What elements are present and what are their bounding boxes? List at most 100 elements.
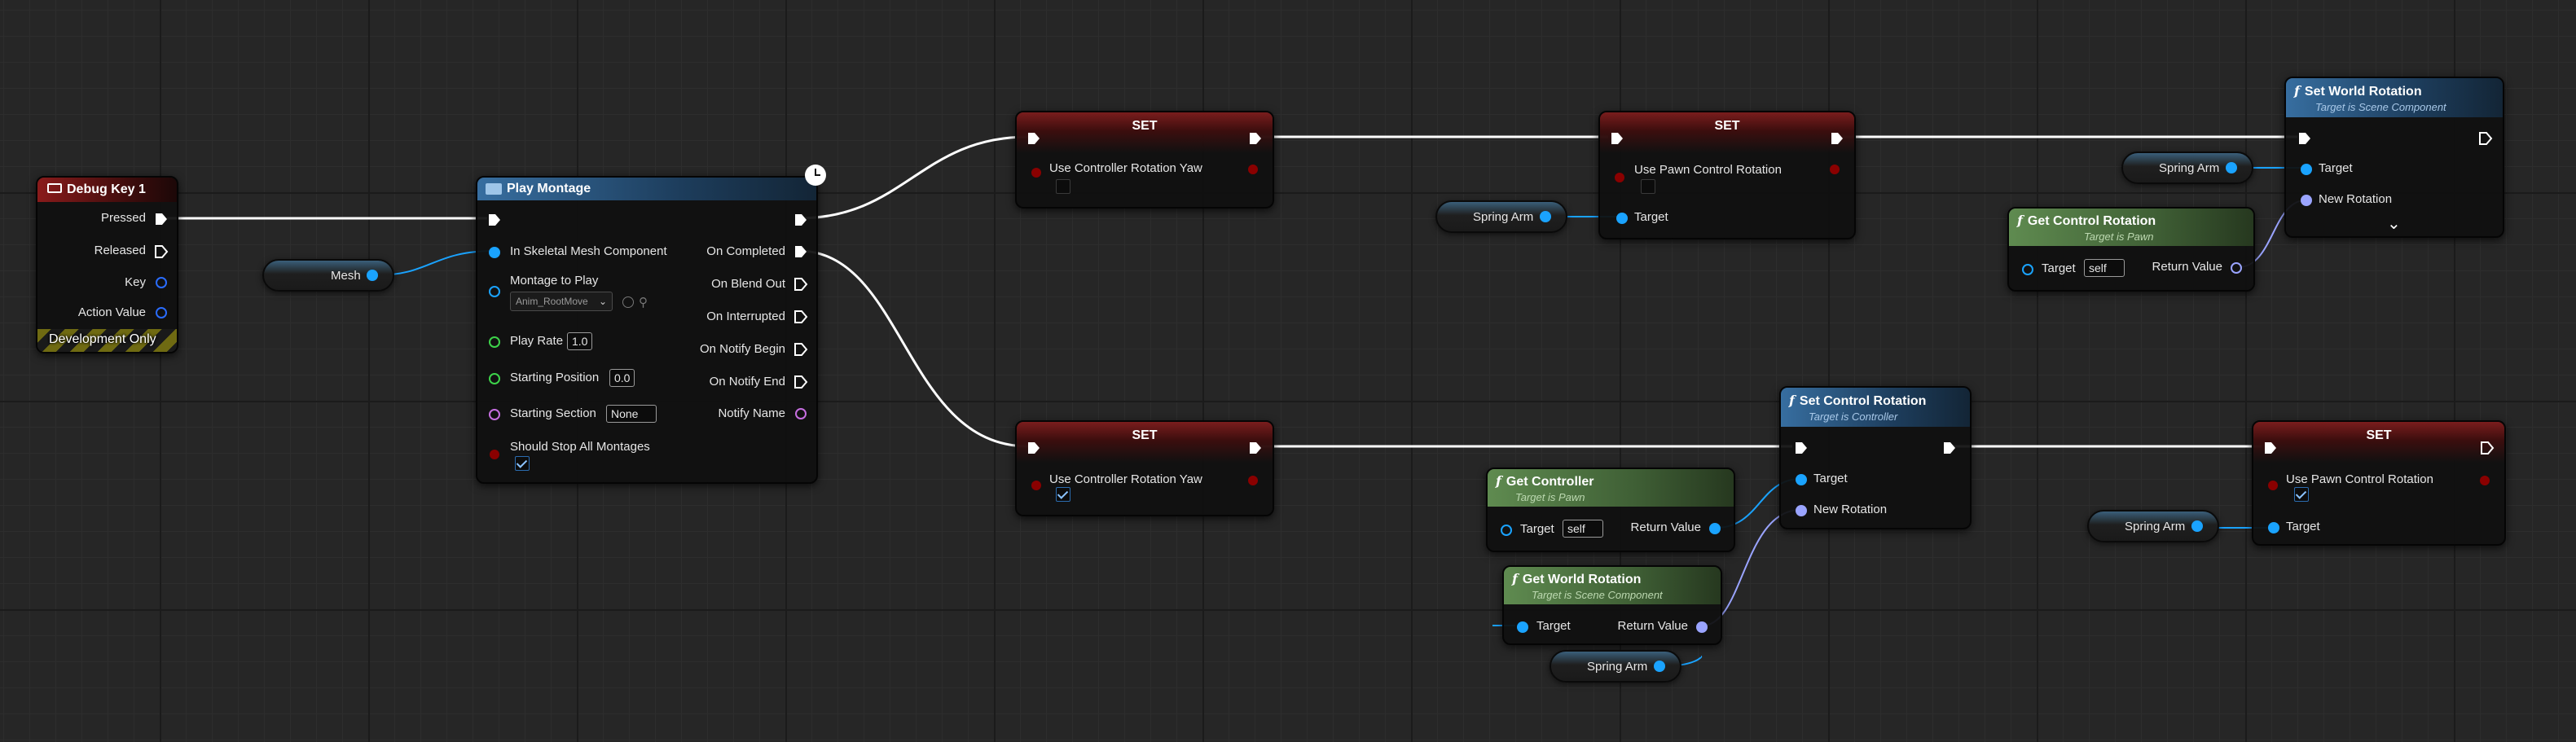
exec-in-pin[interactable]: [1026, 131, 1041, 146]
exec-out-pin[interactable]: [2480, 441, 2495, 455]
exec-out-pin-on-completed[interactable]: [793, 244, 808, 259]
play-montage-node[interactable]: Play Montage In Skeletal Mesh Component …: [476, 176, 818, 484]
exec-out-pin[interactable]: [1248, 441, 1263, 455]
play-rate-field[interactable]: 1.0: [567, 332, 593, 350]
bool-output-pin[interactable]: [1248, 476, 1258, 485]
return-value-output-pin[interactable]: [1709, 523, 1721, 534]
spring-arm-output-pin[interactable]: [2191, 520, 2203, 532]
starting-section-field[interactable]: None: [606, 405, 657, 423]
development-only-bar: Development Only: [37, 329, 177, 352]
exec-out-pin[interactable]: [793, 213, 808, 227]
spring-arm-output-pin[interactable]: [1654, 661, 1665, 672]
variable-label: Use Pawn Control Rotation: [1634, 163, 1782, 177]
starting-position-input-pin[interactable]: [489, 373, 500, 384]
bool-output-pin[interactable]: [2480, 476, 2490, 485]
node-subtitle: Target is Pawn: [1515, 491, 1585, 503]
exec-out-pin[interactable]: [1248, 131, 1263, 146]
action-value-pin[interactable]: [156, 307, 167, 318]
target-input-pin[interactable]: [1501, 525, 1512, 536]
pin-label-pressed: Pressed: [100, 211, 146, 225]
exec-out-pin-released[interactable]: [154, 244, 169, 259]
pin-label-return-value: Return Value: [1617, 619, 1688, 633]
bool-input-pin[interactable]: [1031, 168, 1041, 178]
self-field[interactable]: self: [2084, 259, 2125, 277]
target-input-pin[interactable]: [1616, 213, 1628, 224]
spring-arm-output-pin[interactable]: [1540, 211, 1551, 222]
exec-in-pin[interactable]: [487, 213, 502, 227]
target-input-pin[interactable]: [2022, 264, 2033, 275]
bool-input-pin[interactable]: [1615, 173, 1624, 182]
starting-section-input-pin[interactable]: [489, 409, 500, 420]
exec-out-pin-on-blend-out[interactable]: [793, 277, 808, 292]
exec-out-pin-on-notify-begin[interactable]: [793, 342, 808, 357]
use-controller-rotation-yaw-checkbox[interactable]: [1056, 487, 1070, 502]
notify-name-output-pin[interactable]: [795, 408, 807, 419]
set-use-pawn-control-rotation-node-bottom[interactable]: SET Use Pawn Control Rotation Target: [2252, 420, 2506, 546]
skeletal-mesh-input-pin[interactable]: [489, 247, 500, 258]
exec-out-pin-on-notify-end[interactable]: [793, 375, 808, 389]
should-stop-checkbox[interactable]: [515, 456, 530, 471]
starting-position-field[interactable]: 0.0: [609, 369, 635, 387]
target-input-pin[interactable]: [1517, 621, 1528, 633]
bool-output-pin[interactable]: [1248, 165, 1258, 174]
node-title: SET: [1132, 119, 1158, 133]
mesh-output-pin[interactable]: [367, 270, 378, 281]
new-rotation-input-pin[interactable]: [1796, 505, 1807, 516]
use-pawn-control-rotation-checkbox[interactable]: [2294, 487, 2309, 502]
target-input-pin[interactable]: [2268, 522, 2279, 533]
node-header: [1017, 422, 1273, 463]
set-use-pawn-control-rotation-node-top[interactable]: SET Use Pawn Control Rotation Target: [1598, 111, 1856, 239]
exec-in-pin[interactable]: [1610, 131, 1624, 146]
spring-arm-variable-node[interactable]: Spring Arm: [2087, 510, 2219, 542]
pin-label-new-rotation: New Rotation: [1813, 503, 1888, 516]
return-value-output-pin[interactable]: [2231, 262, 2242, 274]
use-controller-rotation-yaw-checkbox[interactable]: [1056, 179, 1070, 194]
exec-out-pin[interactable]: [1830, 131, 1844, 146]
pin-label-action-value: Action Value: [77, 305, 146, 319]
exec-in-pin[interactable]: [1026, 441, 1041, 455]
exec-out-pin-on-interrupted[interactable]: [793, 310, 808, 324]
mesh-variable-node[interactable]: Mesh: [262, 259, 394, 292]
debug-key-node[interactable]: Debug Key 1 Pressed Released Key Action …: [36, 176, 178, 353]
exec-in-pin[interactable]: [2263, 441, 2278, 455]
chevron-down-icon[interactable]: ⌄: [2387, 215, 2401, 233]
variable-label: Use Controller Rotation Yaw: [1049, 472, 1202, 486]
set-use-controller-rotation-yaw-node-bottom[interactable]: SET Use Controller Rotation Yaw: [1015, 420, 1274, 516]
spring-arm-variable-node[interactable]: Spring Arm: [1435, 200, 1567, 233]
self-field[interactable]: self: [1563, 520, 1603, 538]
should-stop-input-pin[interactable]: [490, 450, 499, 459]
bool-input-pin[interactable]: [1031, 481, 1041, 490]
use-asset-icon[interactable]: [622, 296, 634, 308]
bool-input-pin[interactable]: [2268, 481, 2278, 490]
exec-out-pin[interactable]: [2478, 131, 2493, 146]
play-rate-input-pin[interactable]: [489, 336, 500, 348]
key-pin[interactable]: [156, 277, 167, 288]
spring-arm-variable-node[interactable]: Spring Arm: [2121, 151, 2253, 184]
montage-input-pin[interactable]: [489, 286, 500, 297]
exec-in-pin[interactable]: [2297, 131, 2312, 146]
return-value-output-pin[interactable]: [1696, 621, 1708, 633]
exec-out-pin[interactable]: [1942, 441, 1957, 455]
pin-label-target: Target: [1520, 522, 1554, 536]
set-use-controller-rotation-yaw-node-top[interactable]: SET Use Controller Rotation Yaw: [1015, 111, 1274, 209]
bool-output-pin[interactable]: [1830, 165, 1840, 174]
use-pawn-control-rotation-checkbox[interactable]: [1641, 179, 1655, 194]
exec-out-pin-pressed[interactable]: [154, 212, 169, 226]
browse-icon[interactable]: ⚲: [639, 296, 648, 310]
exec-in-pin[interactable]: [1794, 441, 1809, 455]
target-input-pin[interactable]: [2301, 164, 2312, 175]
spring-arm-output-pin[interactable]: [2226, 162, 2237, 173]
node-header: [477, 178, 816, 200]
target-input-pin[interactable]: [1796, 474, 1807, 485]
pin-label-montage-to-play: Montage to Play: [510, 274, 599, 288]
montage-asset-dropdown[interactable]: Anim_RootMove ⌄: [510, 292, 613, 311]
new-rotation-input-pin[interactable]: [2301, 195, 2312, 206]
spring-arm-variable-node[interactable]: Spring Arm: [1550, 650, 1681, 683]
